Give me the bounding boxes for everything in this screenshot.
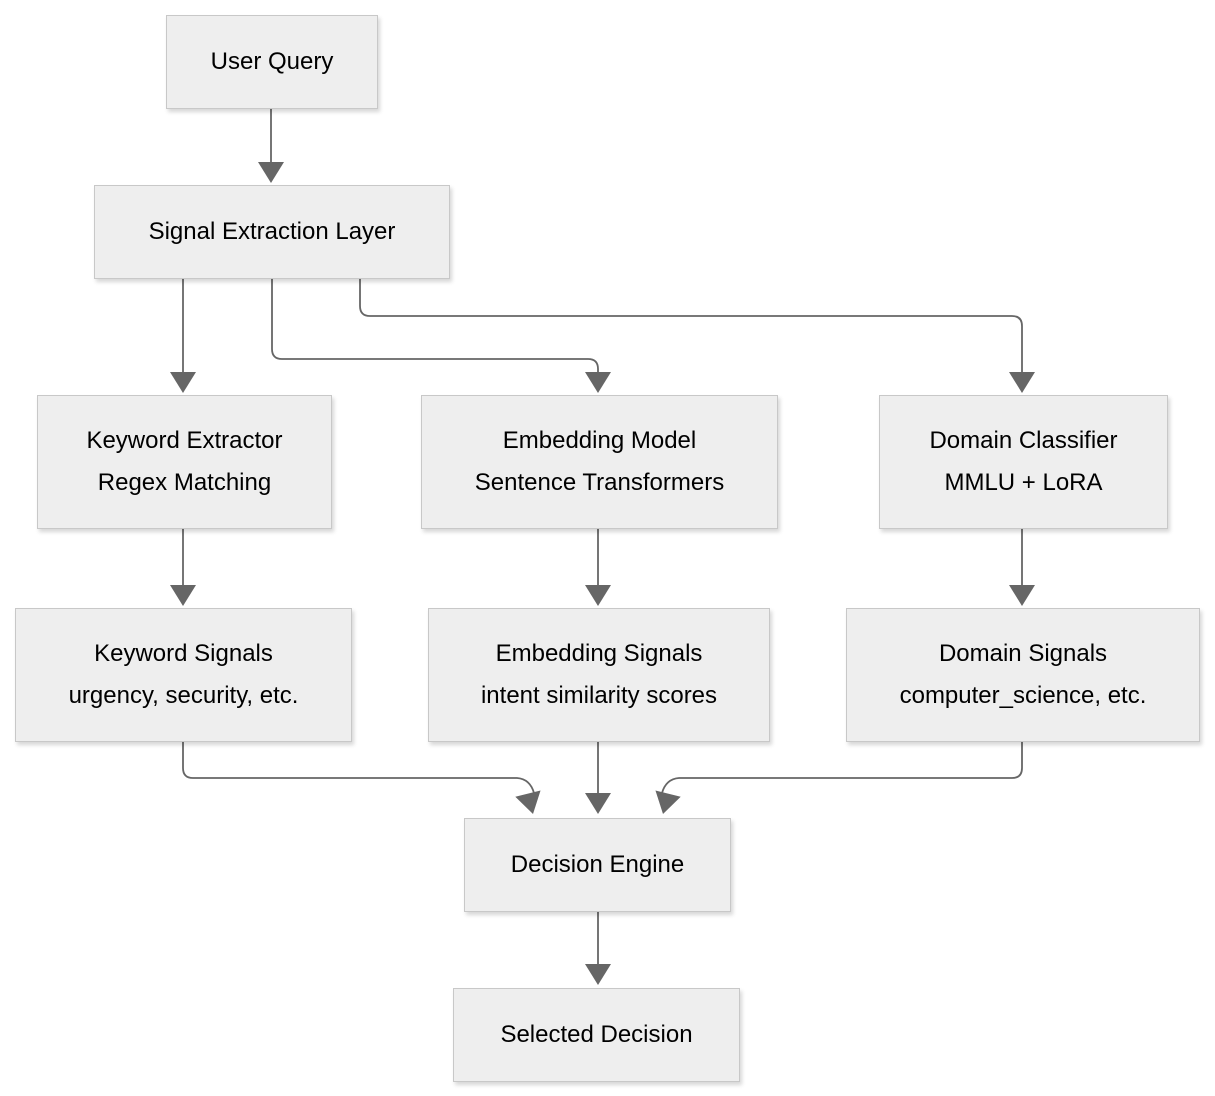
node-decision-engine: Decision Engine <box>464 818 731 912</box>
node-keyword-extractor: Keyword Extractor Regex Matching <box>37 395 332 529</box>
node-title: Decision Engine <box>510 851 685 878</box>
edge-keyword_signals-to-decision_engine <box>182 740 535 794</box>
edge-signal_extraction-to-embedding_model <box>271 277 599 373</box>
arrowhead-icon <box>585 964 611 985</box>
node-title: Keyword Extractor <box>86 427 283 454</box>
node-title: Signal Extraction Layer <box>148 218 396 245</box>
arrowhead-icon <box>170 372 196 393</box>
node-user-query: User Query <box>166 15 378 109</box>
node-subtitle: Regex Matching <box>97 469 272 496</box>
arrowhead-icon <box>585 585 611 606</box>
node-subtitle: intent similarity scores <box>480 682 718 709</box>
node-keyword-signals: Keyword Signals urgency, security, etc. <box>15 608 352 742</box>
node-title: Domain Classifier <box>929 427 1118 454</box>
arrowhead-icon <box>585 793 611 814</box>
arrowhead-icon <box>170 585 196 606</box>
node-domain-classifier: Domain Classifier MMLU + LoRA <box>879 395 1168 529</box>
node-title: Domain Signals <box>938 640 1108 667</box>
node-domain-signals: Domain Signals computer_science, etc. <box>846 608 1200 742</box>
node-title: Embedding Model <box>502 427 697 454</box>
arrowhead-icon <box>515 790 541 814</box>
arrowhead-icon <box>258 162 284 183</box>
arrowhead-icon <box>655 790 681 814</box>
node-embedding-signals: Embedding Signals intent similarity scor… <box>428 608 770 742</box>
node-subtitle: computer_science, etc. <box>899 682 1147 709</box>
node-selected-decision: Selected Decision <box>453 988 740 1082</box>
arrowhead-icon <box>585 372 611 393</box>
node-title: Keyword Signals <box>94 640 273 667</box>
arrowhead-icon <box>1009 585 1035 606</box>
node-title: User Query <box>210 48 334 75</box>
node-subtitle: Sentence Transformers <box>474 469 725 496</box>
node-subtitle: MMLU + LoRA <box>944 469 1103 496</box>
node-title: Embedding Signals <box>495 640 703 667</box>
node-signal-extraction-layer: Signal Extraction Layer <box>94 185 450 279</box>
node-title: Selected Decision <box>500 1021 693 1048</box>
node-embedding-model: Embedding Model Sentence Transformers <box>421 395 778 529</box>
edge-domain_signals-to-decision_engine <box>661 740 1023 794</box>
arrowhead-icon <box>1009 372 1035 393</box>
edge-signal_extraction-to-domain_classifier <box>359 277 1023 373</box>
node-subtitle: urgency, security, etc. <box>68 682 299 709</box>
